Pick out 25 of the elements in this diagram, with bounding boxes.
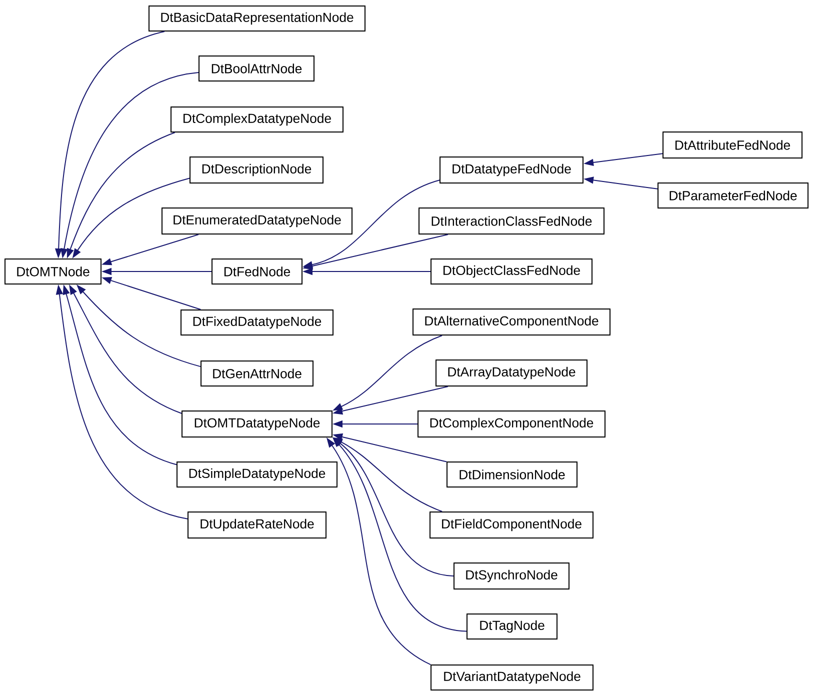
class-box: DtObjectClassFedNode bbox=[430, 258, 592, 284]
class-box: DtAttributeFedNode bbox=[662, 132, 802, 158]
class-box: DtAlternativeComponentNode bbox=[412, 308, 610, 336]
class-box: DtSynchroNode bbox=[454, 562, 570, 590]
class-box: DtFieldComponentNode bbox=[430, 512, 594, 538]
class-box: DtOMTDatatypeNode bbox=[182, 410, 332, 438]
class-box: DtDatatypeFedNode bbox=[440, 156, 584, 184]
class-box: DtParameterFedNode bbox=[658, 182, 808, 208]
class-box: DtComplexComponentNode bbox=[418, 410, 606, 438]
class-box: DtInteractionClassFedNode bbox=[418, 208, 604, 234]
class-box: DtFedNode bbox=[212, 258, 302, 284]
class-box: DtBoolAttrNode bbox=[198, 56, 314, 82]
class-box: DtDescriptionNode bbox=[190, 156, 324, 184]
class-box: DtDimensionNode bbox=[446, 462, 578, 488]
class-box: DtOMTNode bbox=[4, 258, 102, 284]
class-box: DtVariantDatatypeNode bbox=[430, 664, 594, 690]
class-box: DtSimpleDatatypeNode bbox=[176, 462, 338, 488]
class-box: DtUpdateRateNode bbox=[188, 512, 326, 538]
class-box: DtEnumeratedDatatypeNode bbox=[162, 208, 352, 234]
class-box: DtBasicDataRepresentationNode bbox=[148, 6, 366, 32]
class-box: DtGenAttrNode bbox=[200, 360, 314, 386]
class-box: DtComplexDatatypeNode bbox=[170, 106, 344, 132]
class-box: DtArrayDatatypeNode bbox=[436, 360, 588, 386]
class-box: DtFixedDatatypeNode bbox=[180, 310, 334, 336]
class-box: DtTagNode bbox=[466, 614, 558, 640]
